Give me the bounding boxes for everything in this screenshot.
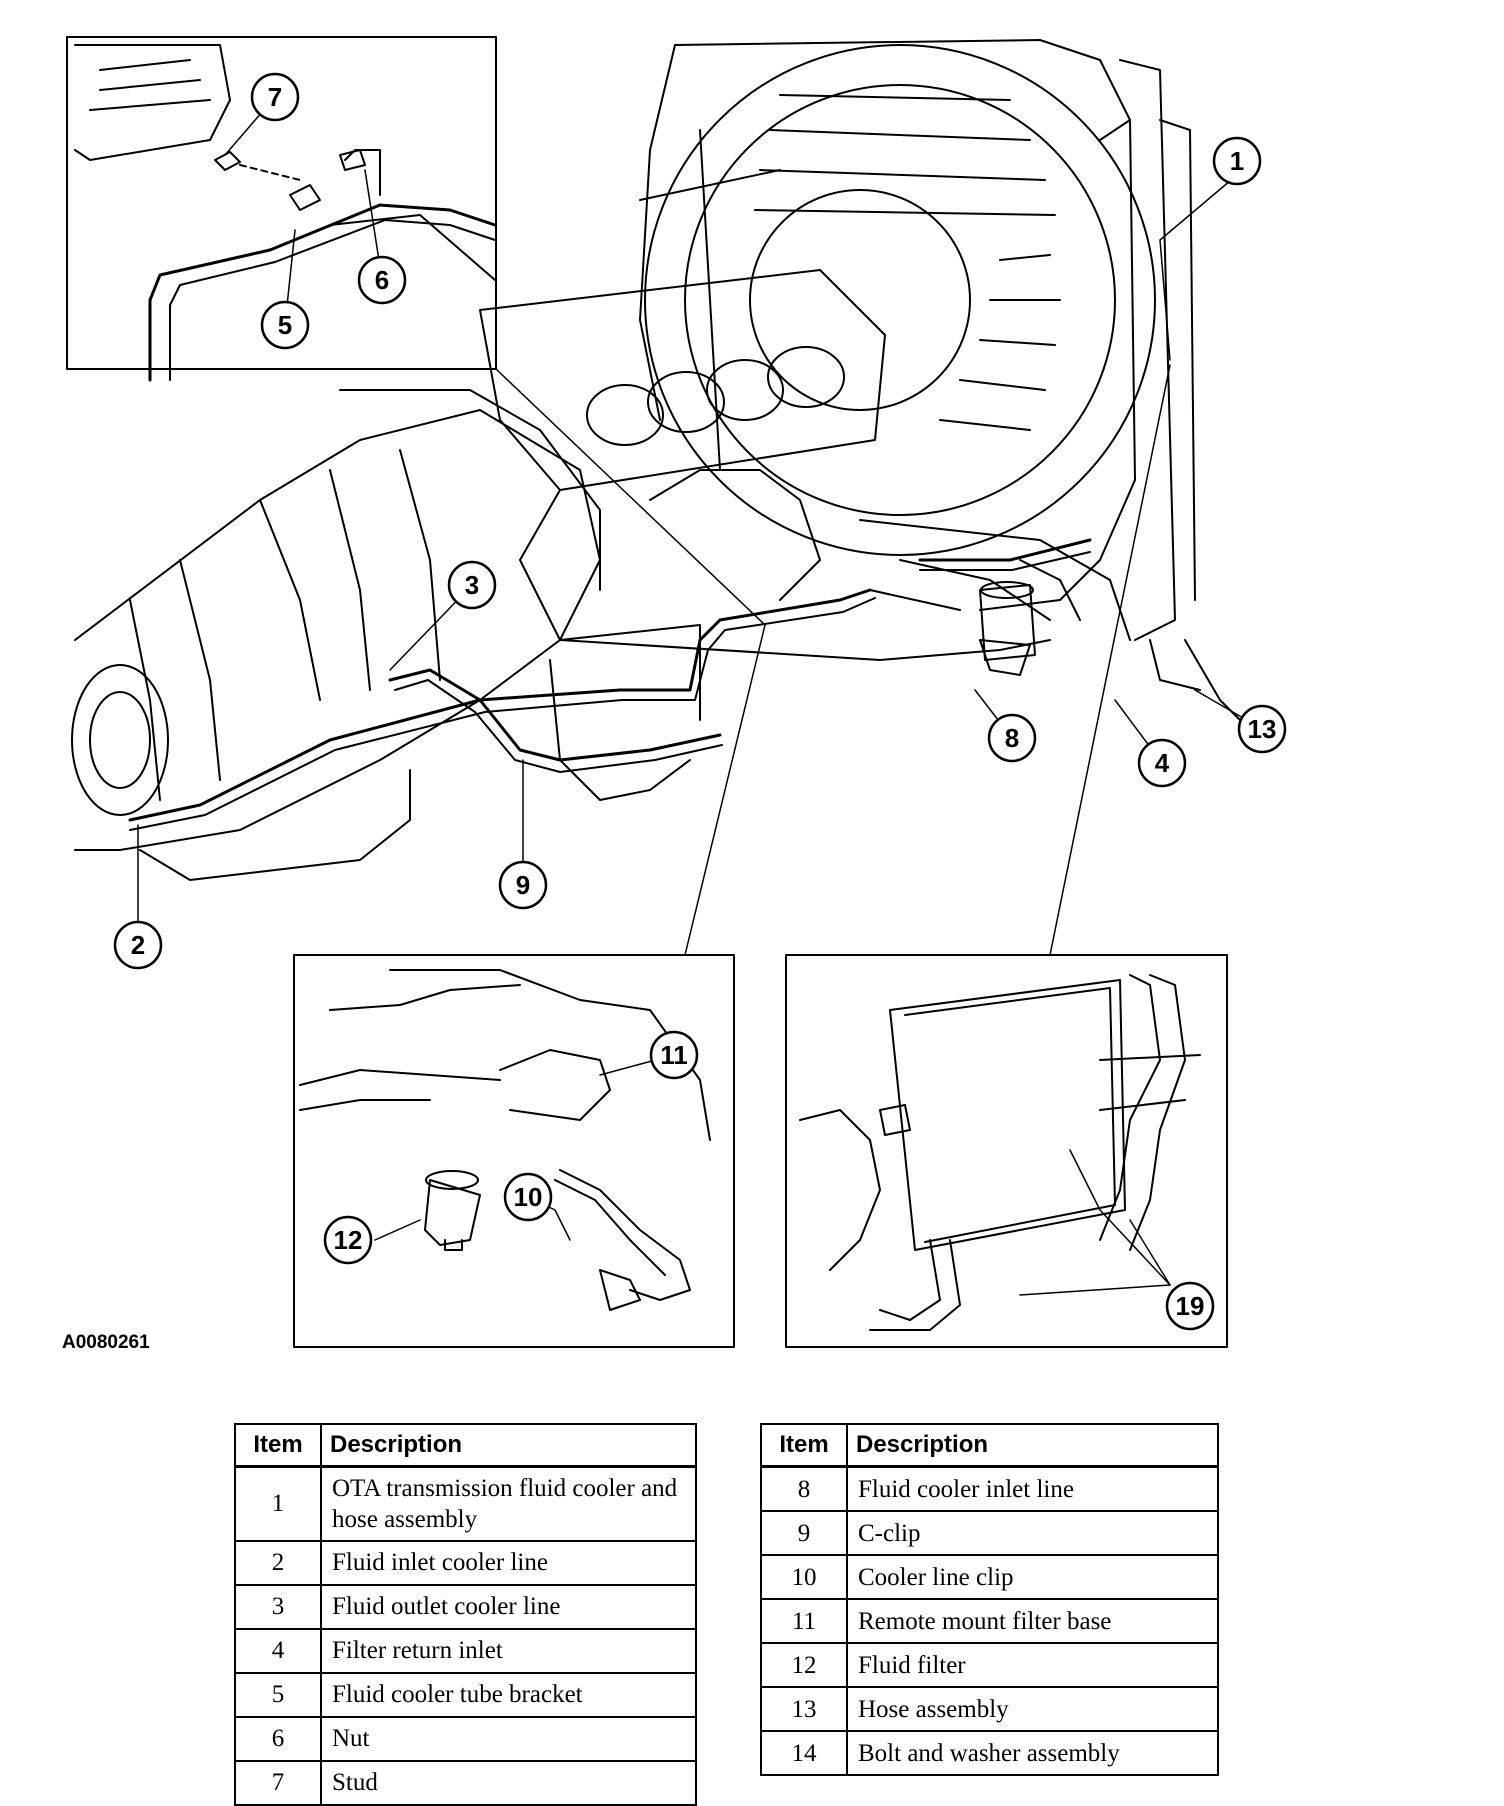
svg-text:9: 9 bbox=[516, 870, 530, 900]
item-number: 10 bbox=[760, 1554, 848, 1600]
item-number: 13 bbox=[760, 1686, 848, 1732]
item-description: C-clip bbox=[846, 1510, 1219, 1556]
table-row: 11 Remote mount filter base bbox=[760, 1598, 1219, 1644]
item-number: 3 bbox=[234, 1583, 322, 1630]
table-row: 6 Nut bbox=[234, 1715, 697, 1762]
item-number: 5 bbox=[234, 1671, 322, 1718]
svg-text:1: 1 bbox=[1230, 146, 1244, 176]
column-header-item: Item bbox=[760, 1423, 848, 1468]
item-number: 8 bbox=[760, 1465, 848, 1512]
table-row: 5 Fluid cooler tube bracket bbox=[234, 1671, 697, 1718]
item-description: OTA transmission fluid cooler and hose a… bbox=[320, 1465, 697, 1542]
svg-text:4: 4 bbox=[1155, 748, 1170, 778]
item-description: Fluid inlet cooler line bbox=[320, 1539, 697, 1586]
callout-5: 5 bbox=[260, 300, 310, 350]
svg-text:5: 5 bbox=[278, 310, 292, 340]
engine-block bbox=[479, 269, 1201, 691]
item-description: Remote mount filter base bbox=[846, 1598, 1219, 1644]
item-description: Cooler line clip bbox=[846, 1554, 1219, 1600]
callout-19: 19 bbox=[1165, 1281, 1215, 1331]
table-header-row: Item Description bbox=[760, 1423, 1219, 1468]
exploded-view-illustration: 1 2 3 4 5 6 7 8 9 10 11 12 13 19 bbox=[66, 36, 1287, 1348]
table-row: 3 Fluid outlet cooler line bbox=[234, 1583, 697, 1630]
item-description: Hose assembly bbox=[846, 1686, 1219, 1732]
table-row: 10 Cooler line clip bbox=[760, 1554, 1219, 1600]
svg-text:12: 12 bbox=[334, 1225, 363, 1255]
item-description: Nut bbox=[320, 1715, 697, 1762]
table-row: 8 Fluid cooler inlet line bbox=[760, 1465, 1219, 1512]
transmission-case bbox=[71, 389, 701, 881]
table-row: 14 Bolt and washer assembly bbox=[760, 1730, 1219, 1776]
svg-text:8: 8 bbox=[1005, 723, 1019, 753]
item-description: Fluid cooler inlet line bbox=[846, 1465, 1219, 1512]
svg-text:3: 3 bbox=[465, 570, 479, 600]
table-row: 12 Fluid filter bbox=[760, 1642, 1219, 1688]
item-number: 11 bbox=[760, 1598, 848, 1644]
item-number: 12 bbox=[760, 1642, 848, 1688]
table-row: 2 Fluid inlet cooler line bbox=[234, 1539, 697, 1586]
callout-6: 6 bbox=[357, 255, 407, 305]
item-description: Stud bbox=[320, 1759, 697, 1806]
callout-9: 9 bbox=[498, 860, 548, 910]
table-row: 7 Stud bbox=[234, 1759, 697, 1806]
svg-text:13: 13 bbox=[1248, 714, 1277, 744]
svg-text:10: 10 bbox=[514, 1182, 543, 1212]
svg-text:2: 2 bbox=[131, 930, 145, 960]
column-header-description: Description bbox=[846, 1423, 1219, 1468]
item-description: Filter return inlet bbox=[320, 1627, 697, 1674]
item-number: 2 bbox=[234, 1539, 322, 1586]
callout-3: 3 bbox=[447, 560, 497, 610]
legend-table-left: Item Description 1 OTA transmission flui… bbox=[234, 1423, 697, 1806]
callout-2: 2 bbox=[113, 920, 163, 970]
item-number: 9 bbox=[760, 1510, 848, 1556]
item-description: Fluid filter bbox=[846, 1642, 1219, 1688]
callout-7: 7 bbox=[250, 72, 300, 122]
item-description: Fluid cooler tube bracket bbox=[320, 1671, 697, 1718]
column-header-item: Item bbox=[234, 1423, 322, 1468]
figure-id: A0080261 bbox=[62, 1332, 150, 1353]
item-number: 1 bbox=[234, 1465, 322, 1542]
table-row: 4 Filter return inlet bbox=[234, 1627, 697, 1674]
leader-lines bbox=[137, 96, 1263, 1296]
callout-11: 11 bbox=[649, 1030, 699, 1080]
callout-4: 4 bbox=[1137, 738, 1187, 788]
table-row: 9 C-clip bbox=[760, 1510, 1219, 1556]
cooler-lines bbox=[128, 538, 1092, 831]
callout-13: 13 bbox=[1237, 704, 1287, 754]
callout-12: 12 bbox=[323, 1215, 373, 1265]
item-number: 7 bbox=[234, 1759, 322, 1806]
svg-text:19: 19 bbox=[1176, 1291, 1205, 1321]
item-number: 6 bbox=[234, 1715, 322, 1762]
filter-canister bbox=[979, 581, 1036, 661]
callouts: 1 2 3 4 5 6 7 8 9 10 11 12 13 19 bbox=[113, 72, 1287, 1331]
item-number: 14 bbox=[760, 1730, 848, 1776]
item-description: Fluid outlet cooler line bbox=[320, 1583, 697, 1630]
svg-text:7: 7 bbox=[268, 82, 282, 112]
callout-8: 8 bbox=[987, 713, 1037, 763]
item-description: Bolt and washer assembly bbox=[846, 1730, 1219, 1776]
inset-tube-bracket bbox=[66, 36, 497, 382]
table-header-row: Item Description bbox=[234, 1423, 697, 1468]
callout-1: 1 bbox=[1212, 136, 1262, 186]
callout-10: 10 bbox=[503, 1172, 553, 1222]
table-row: 1 OTA transmission fluid cooler and hose… bbox=[234, 1465, 697, 1542]
inset-cooler-mount bbox=[785, 954, 1228, 1348]
table-row: 13 Hose assembly bbox=[760, 1686, 1219, 1732]
svg-text:11: 11 bbox=[660, 1040, 688, 1070]
inset-filter-base bbox=[293, 954, 735, 1348]
legend-table-right: Item Description 8 Fluid cooler inlet li… bbox=[760, 1423, 1219, 1776]
item-number: 4 bbox=[234, 1627, 322, 1674]
svg-text:6: 6 bbox=[375, 265, 389, 295]
radiator-fan-shroud bbox=[639, 39, 1241, 721]
column-header-description: Description bbox=[320, 1423, 697, 1468]
